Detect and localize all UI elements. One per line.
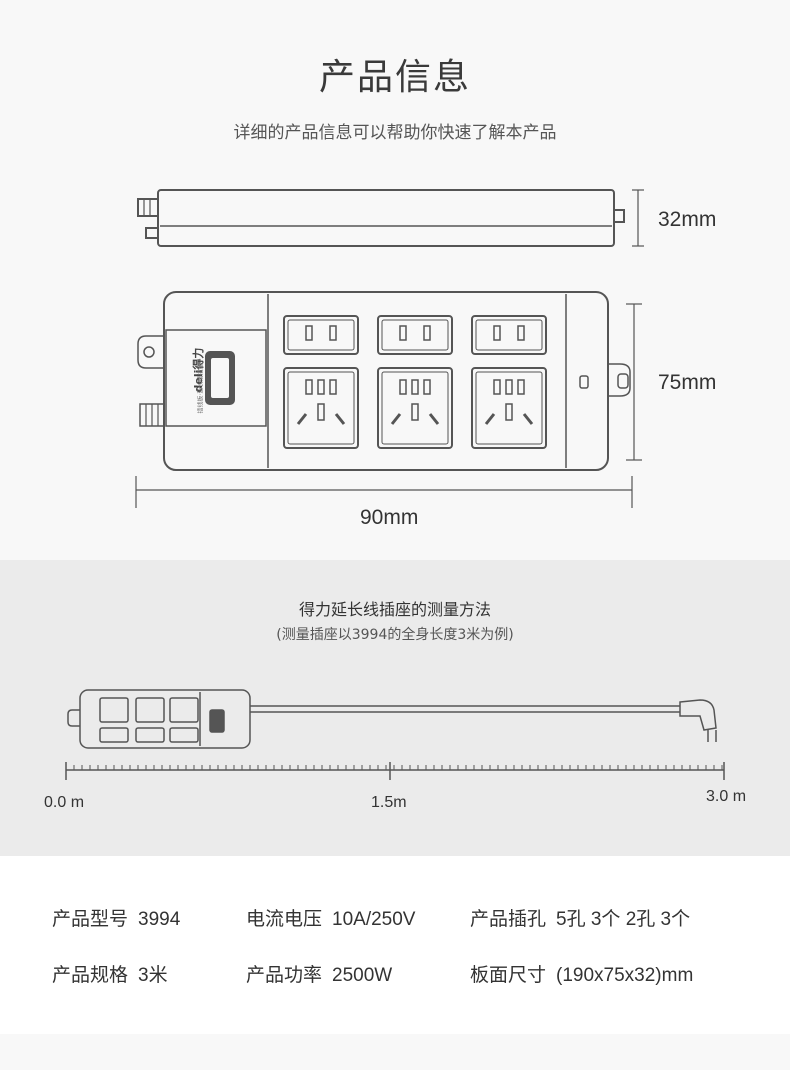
- spec-panel-size: 板面尺寸 (190x75x32)mm: [470, 960, 693, 987]
- spec-label: 产品插孔: [470, 908, 547, 930]
- scale-mid-label: 1.5m: [371, 794, 407, 811]
- spec-label: 产品型号: [52, 908, 129, 930]
- scale-start-label: 0.0 m: [44, 794, 85, 811]
- spec-value: 10A/250V: [332, 909, 416, 930]
- specs-section: 产品型号 3994 电流电压 10A/250V 产品插孔 5孔 3个 2孔 3个 产品…: [0, 856, 790, 1034]
- measurement-note: (测量插座以3994的全身长度3米为例): [276, 627, 514, 643]
- scale-end-label: 3.0 m: [706, 788, 747, 805]
- spec-value: (190x75x32)mm: [556, 965, 694, 986]
- brand-fine-print: 插线板·延长线插座: [197, 363, 205, 414]
- spec-label: 产品功率: [246, 964, 323, 986]
- spec-value: 3994: [138, 909, 181, 930]
- spec-label: 电流电压: [246, 908, 323, 930]
- spec-label: 产品规格: [52, 964, 129, 986]
- page-subtitle: 详细的产品信息可以帮助你快速了解本产品: [233, 123, 557, 143]
- height-dimension: 32mm: [658, 208, 717, 231]
- page-title: 产品信息: [318, 57, 471, 98]
- spec-value: 3米: [138, 965, 168, 986]
- cord-length-diagram: [65, 689, 725, 780]
- measurement-title: 得力延长线插座的测量方法: [298, 600, 491, 619]
- spec-sockets: 产品插孔 5孔 3个 2孔 3个: [470, 904, 690, 931]
- spec-power: 产品功率 2500W: [246, 960, 392, 987]
- length-dimension: 90mm: [360, 506, 419, 529]
- spec-length: 产品规格 3米: [52, 960, 168, 987]
- product-info-section: 产品信息 详细的产品信息可以帮助你快速了解本产品: [135, 57, 717, 529]
- spec-value: 2500W: [332, 965, 393, 986]
- spec-label: 板面尺寸: [470, 964, 547, 986]
- spec-model: 产品型号 3994: [52, 904, 180, 931]
- measurement-section: 得力延长线插座的测量方法 (测量插座以3994的全身长度3米为例): [0, 560, 790, 856]
- side-view-diagram: [135, 189, 644, 508]
- spec-current-voltage: 电流电压 10A/250V: [246, 904, 415, 931]
- width-dimension: 75mm: [658, 371, 717, 394]
- spec-value: 5孔 3个 2孔 3个: [556, 909, 691, 930]
